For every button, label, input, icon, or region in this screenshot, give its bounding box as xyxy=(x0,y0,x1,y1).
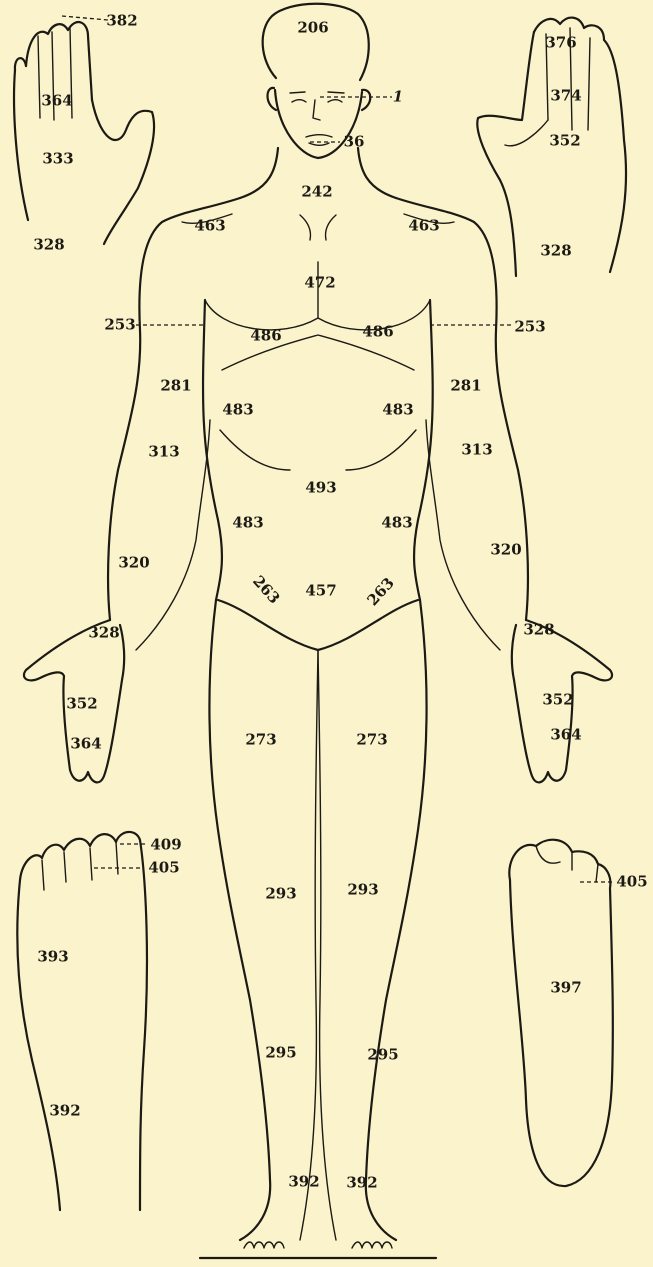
label-knee-right: 293 xyxy=(347,883,378,898)
label-foot-sole: 397 xyxy=(550,981,581,996)
label-upperarm-left: 281 xyxy=(160,379,191,394)
label-shin-left: 295 xyxy=(265,1046,296,1061)
label-hand-palm: 352 xyxy=(549,134,580,149)
label-foot-top-toes: 405 xyxy=(148,861,179,876)
label-foot-top-nail: 409 xyxy=(150,838,181,853)
label-head: 206 xyxy=(297,21,328,36)
label-ribs-left: 483 xyxy=(222,403,253,418)
label-ankle-right: 392 xyxy=(346,1176,377,1191)
label-shin-right: 295 xyxy=(367,1048,398,1063)
label-upperarm-right: 281 xyxy=(450,379,481,394)
label-foot-top-mid: 393 xyxy=(37,950,68,965)
back-of-hand-outline xyxy=(14,22,154,244)
label-abdomen: 493 xyxy=(305,481,336,496)
label-foot-sole-toes: 405 xyxy=(616,875,647,890)
label-wrist-left: 328 xyxy=(88,626,119,641)
label-sternum: 472 xyxy=(304,276,335,291)
label-flank-right: 483 xyxy=(381,516,412,531)
label-palm-left: 352 xyxy=(66,697,97,712)
label-elbow-left: 313 xyxy=(148,445,179,460)
label-hand-palm-fingertip: 376 xyxy=(545,36,576,51)
label-wrist-right: 328 xyxy=(523,623,554,638)
label-forearm-right: 320 xyxy=(490,543,521,558)
figure-hands-outline xyxy=(24,620,612,782)
label-hand-back-wrist: 328 xyxy=(33,238,64,253)
label-hand-palm-wrist: 328 xyxy=(540,244,571,259)
label-ankle-left: 392 xyxy=(288,1175,319,1190)
label-shoulder-right: 463 xyxy=(408,219,439,234)
label-elbow-right: 313 xyxy=(461,443,492,458)
label-palm-right: 352 xyxy=(542,693,573,708)
label-hand-back: 333 xyxy=(42,152,73,167)
leader-lines xyxy=(62,16,614,882)
label-forearm-left: 320 xyxy=(118,556,149,571)
label-mouth: 36 xyxy=(344,135,365,150)
label-chest-right: 486 xyxy=(362,325,393,340)
label-axilla-right: 253 xyxy=(514,320,545,335)
label-flank-left: 483 xyxy=(232,516,263,531)
label-thigh-left: 273 xyxy=(245,733,276,748)
label-thigh-right: 273 xyxy=(356,733,387,748)
label-shoulder-left: 463 xyxy=(194,219,225,234)
label-nose: 1 xyxy=(393,90,403,105)
label-hand-back-fingers: 364 xyxy=(41,94,72,109)
label-knee-left: 293 xyxy=(265,887,296,902)
label-axilla-left: 253 xyxy=(104,318,135,333)
top-of-foot-outline xyxy=(17,832,147,1210)
label-chest-left: 486 xyxy=(250,329,281,344)
label-hand-back-fingertip: 382 xyxy=(106,14,137,29)
sole-of-foot-outline xyxy=(509,840,613,1186)
label-ribs-right: 483 xyxy=(382,403,413,418)
label-fingers-left: 364 xyxy=(70,737,101,752)
label-neck: 242 xyxy=(301,185,332,200)
label-hand-palm-fingers: 374 xyxy=(550,89,581,104)
label-fingers-right: 364 xyxy=(550,728,581,743)
label-foot-top-heel: 392 xyxy=(49,1104,80,1119)
label-pubis: 457 xyxy=(305,584,336,599)
